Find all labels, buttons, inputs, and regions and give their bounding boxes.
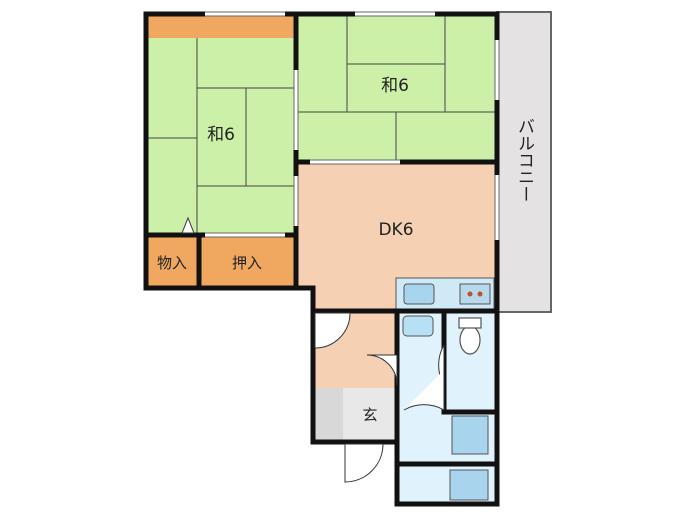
bathtub-icon (449, 469, 489, 501)
tatami-lines-left (148, 38, 295, 234)
toilet-icon (459, 325, 481, 355)
dk-label: DK6 (378, 220, 413, 240)
window-openings (205, 12, 499, 240)
genkan-label: 玄 (362, 406, 377, 424)
genkan-floor (315, 388, 343, 440)
burner-icon (477, 291, 483, 297)
toilet-tank-icon (458, 317, 482, 329)
dk-room (298, 164, 495, 310)
oshiire-label: 押入 (232, 254, 262, 272)
washing-machine-icon (451, 415, 489, 455)
burner-icon (467, 291, 473, 297)
monoire-room (148, 236, 198, 286)
window-frames (205, 11, 500, 240)
door-swings (181, 216, 445, 483)
oshiire-room (200, 236, 295, 286)
balcony-label: バルコニー (514, 118, 534, 203)
washbasin-icon (402, 315, 434, 337)
tokonoma-strip (148, 16, 295, 38)
stove-icon (459, 283, 491, 305)
washitsu-left (148, 38, 295, 234)
monoire-label: 物入 (157, 254, 187, 272)
genkan-step (343, 388, 397, 440)
washitsu-top-label: 和6 (381, 76, 409, 96)
washitsu-left-label: 和6 (207, 125, 235, 145)
tatami-lines-top (298, 16, 495, 160)
sink-icon (403, 283, 435, 305)
balcony (496, 11, 552, 313)
